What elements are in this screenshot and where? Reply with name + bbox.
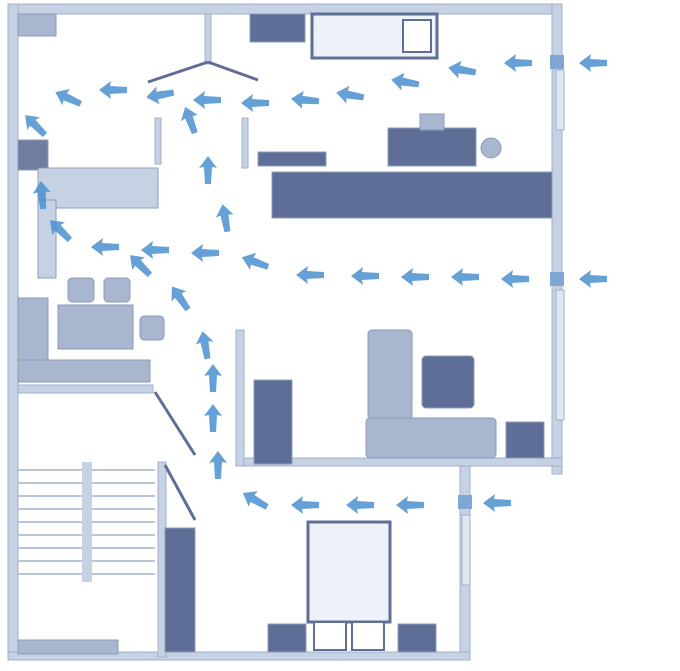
dining-chair	[103, 277, 131, 303]
window-right	[555, 69, 565, 131]
airflow-arrow-icon	[351, 267, 379, 285]
bench-bottom	[17, 359, 151, 383]
bed	[306, 520, 392, 624]
wall-top-divider	[204, 13, 212, 65]
stool	[480, 137, 502, 159]
kitchen-counter-side	[37, 199, 57, 279]
airflow-arrow-icon	[483, 494, 511, 512]
airflow-arrow-icon	[146, 86, 175, 105]
dining-table	[57, 304, 134, 350]
airflow-arrow-icon	[451, 268, 479, 286]
tv-unit	[249, 13, 306, 43]
wall-stair-top	[17, 384, 154, 394]
airflow-arrow-icon	[448, 60, 477, 79]
airflow-arrow-icon	[191, 244, 219, 262]
cabinet	[17, 13, 57, 37]
nightstand	[267, 623, 307, 653]
airflow-arrow-icon	[32, 181, 51, 210]
door-swing	[207, 60, 259, 82]
airflow-arrow-icon	[50, 220, 73, 243]
dining-chair	[139, 315, 165, 341]
kitchen-counter	[17, 139, 49, 171]
airflow-arrow-icon	[296, 266, 324, 284]
stair-rail	[82, 462, 92, 582]
airflow-arrow-icon	[204, 364, 222, 392]
nightstand	[397, 623, 437, 653]
outer-wall-left	[7, 3, 19, 661]
dining-chair	[67, 277, 95, 303]
pillow	[351, 621, 385, 651]
airflow-arrow-icon	[199, 156, 217, 184]
door-swing	[163, 464, 197, 521]
vent-right-mid	[550, 272, 564, 286]
landing	[17, 639, 119, 655]
airflow-arrow-icon	[141, 241, 169, 259]
airflow-arrow-icon	[195, 331, 214, 360]
coffee-table	[421, 355, 475, 409]
wardrobe	[271, 171, 553, 219]
door-swing	[153, 391, 197, 456]
staircase	[18, 462, 155, 582]
airflow-arrow-icon	[391, 72, 420, 91]
airflow-arrow-icon	[25, 115, 48, 138]
doors	[147, 60, 259, 521]
vent-right-top	[550, 55, 564, 69]
desk	[387, 127, 477, 167]
chair	[419, 113, 445, 131]
airflow-arrow-icon	[501, 270, 529, 288]
airflow-arrow-icon	[579, 270, 607, 288]
vent-right-bottom	[458, 495, 472, 509]
side-table	[505, 421, 545, 459]
airflow-arrow-icon	[504, 54, 532, 72]
airflow-arrow-icon	[241, 94, 269, 112]
shelf	[257, 151, 327, 167]
outer-wall-right-upper	[551, 3, 563, 475]
airflow-arrow-icon	[346, 496, 374, 514]
airflow-arrow-icon	[204, 404, 222, 432]
airflow-arrow-icon	[336, 85, 365, 104]
airflow-arrow-icon	[180, 106, 198, 135]
outer-wall-top	[9, 3, 563, 15]
sofa-bottom	[365, 417, 497, 459]
airflow-arrow-icon	[396, 496, 424, 514]
tall-cabinet	[253, 379, 293, 465]
pillow	[313, 621, 347, 651]
airflow-arrow-icon	[171, 286, 191, 312]
pillow	[402, 19, 432, 53]
kitchen-counter-long	[37, 167, 159, 209]
furniture	[17, 12, 553, 655]
airflow-arrow-icon	[215, 204, 234, 233]
airflow-arrow-icon	[99, 81, 127, 99]
window-right	[555, 289, 565, 421]
door-swing	[147, 60, 209, 84]
airflow-arrow-icon	[209, 451, 227, 479]
outer-wall-bottom	[7, 651, 471, 661]
airflow-arrow-icon	[291, 90, 320, 109]
airflow-arrow-icon	[55, 88, 82, 107]
cabinet-bedroom	[164, 527, 196, 653]
airflow-arrow-icon	[91, 238, 119, 256]
vents	[458, 55, 565, 586]
wall-kitchen	[154, 117, 162, 165]
airflow-arrow-icon	[242, 491, 269, 510]
sofa-side	[367, 329, 413, 421]
window-right	[461, 514, 471, 586]
airflow-arrow-icon	[579, 54, 607, 72]
airflow-arrow-icon	[130, 255, 153, 278]
wall-living-left	[235, 329, 245, 467]
airflow-arrows	[25, 54, 607, 514]
airflow-arrow-icon	[401, 268, 429, 286]
airflow-arrow-icon	[241, 252, 270, 270]
airflow-arrow-icon	[291, 496, 319, 514]
wall-bedroom-top-left	[241, 117, 249, 169]
airflow-arrow-icon	[193, 91, 221, 109]
